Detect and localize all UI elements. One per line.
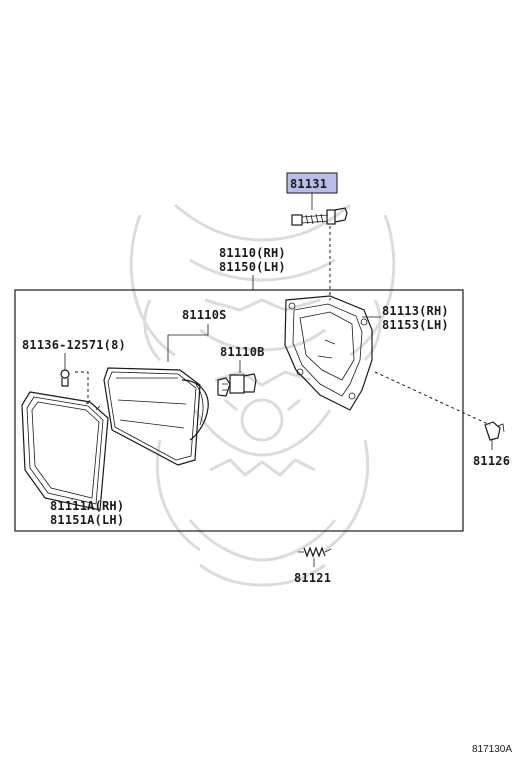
housing-81113[interactable] (284, 295, 373, 411)
label-81150-lh[interactable]: 81150(LH) (219, 260, 286, 274)
sealed-beam-lamp-81110s[interactable] (103, 367, 209, 466)
label-81131[interactable]: 81131 (290, 177, 327, 191)
label-81151a-lh[interactable]: 81151A(LH) (50, 513, 124, 527)
assembly-box (14, 289, 464, 532)
diagram-code: 817130A (472, 744, 512, 755)
dashed-link-81126 (374, 371, 491, 426)
bulb-81110b[interactable] (217, 373, 257, 397)
label-81110-rh[interactable]: 81110(RH) (219, 246, 286, 260)
spring-81121[interactable] (298, 546, 332, 558)
clip-81126[interactable] (484, 421, 505, 441)
leader-81110s (167, 324, 209, 362)
dashed-link-81136 (75, 371, 89, 405)
adjusting-screw-81131[interactable] (291, 207, 348, 226)
label-81136[interactable]: 81136-12571(8) (22, 338, 126, 352)
watermark-logo (129, 203, 396, 587)
label-81111a-rh[interactable]: 81111A(RH) (50, 499, 124, 513)
label-81113-rh[interactable]: 81113(RH) (382, 304, 449, 318)
label-81110s[interactable]: 81110S (182, 308, 227, 322)
label-81126[interactable]: 81126 (473, 454, 510, 468)
trim-ring-81111a[interactable] (21, 391, 109, 511)
label-81110b[interactable]: 81110B (220, 345, 265, 359)
label-81121[interactable]: 81121 (294, 571, 331, 585)
screw-81136[interactable] (60, 369, 70, 387)
label-81153-lh[interactable]: 81153(LH) (382, 318, 449, 332)
